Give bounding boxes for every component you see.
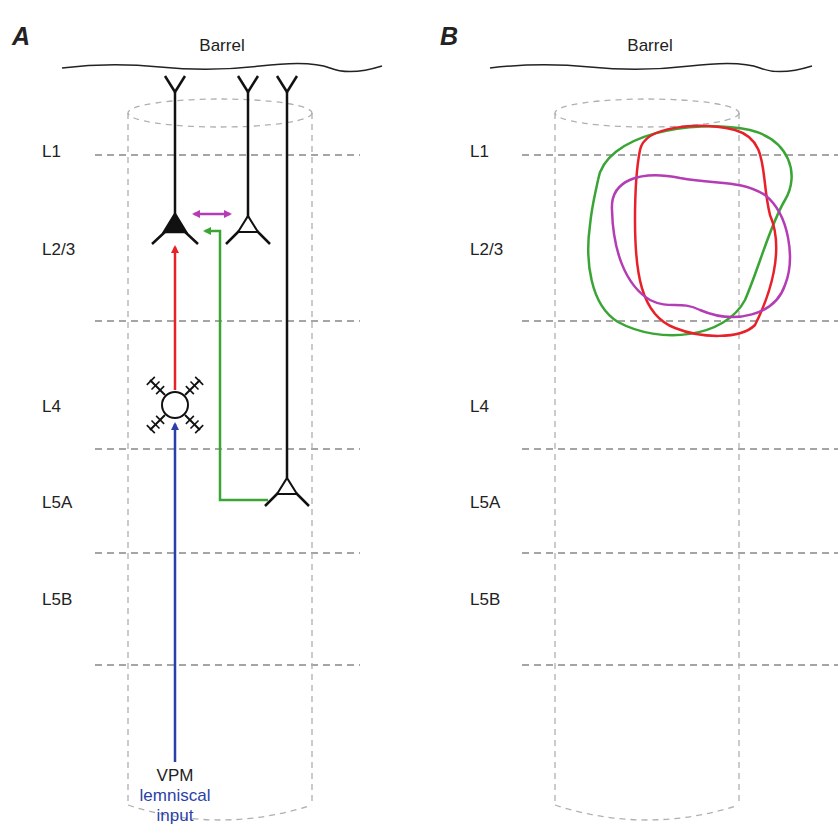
pathway-label: lemniscal input xyxy=(137,786,213,825)
panel-a-frame xyxy=(62,63,382,820)
layer-label: L5A xyxy=(470,493,500,513)
region-title: Barrel xyxy=(199,36,244,56)
layer-label: L4 xyxy=(470,397,489,417)
layer-label: L5B xyxy=(470,590,500,610)
layer-label: L2/3 xyxy=(42,240,75,260)
panel-b-frame xyxy=(490,63,838,820)
layer-label: L1 xyxy=(42,142,61,162)
nucleus-label: VPM xyxy=(157,766,194,786)
layer-label: L2/3 xyxy=(470,240,503,260)
layer-label: L5B xyxy=(42,590,72,610)
panel-letter: A xyxy=(12,22,30,51)
panel-letter: B xyxy=(440,22,458,51)
layer-label: L1 xyxy=(470,142,489,162)
layer-label: L5A xyxy=(42,493,72,513)
receptive-contours xyxy=(588,126,791,336)
pathway-arrows xyxy=(175,214,268,762)
layer-label: L4 xyxy=(42,397,61,417)
region-title: Barrel xyxy=(627,36,672,56)
